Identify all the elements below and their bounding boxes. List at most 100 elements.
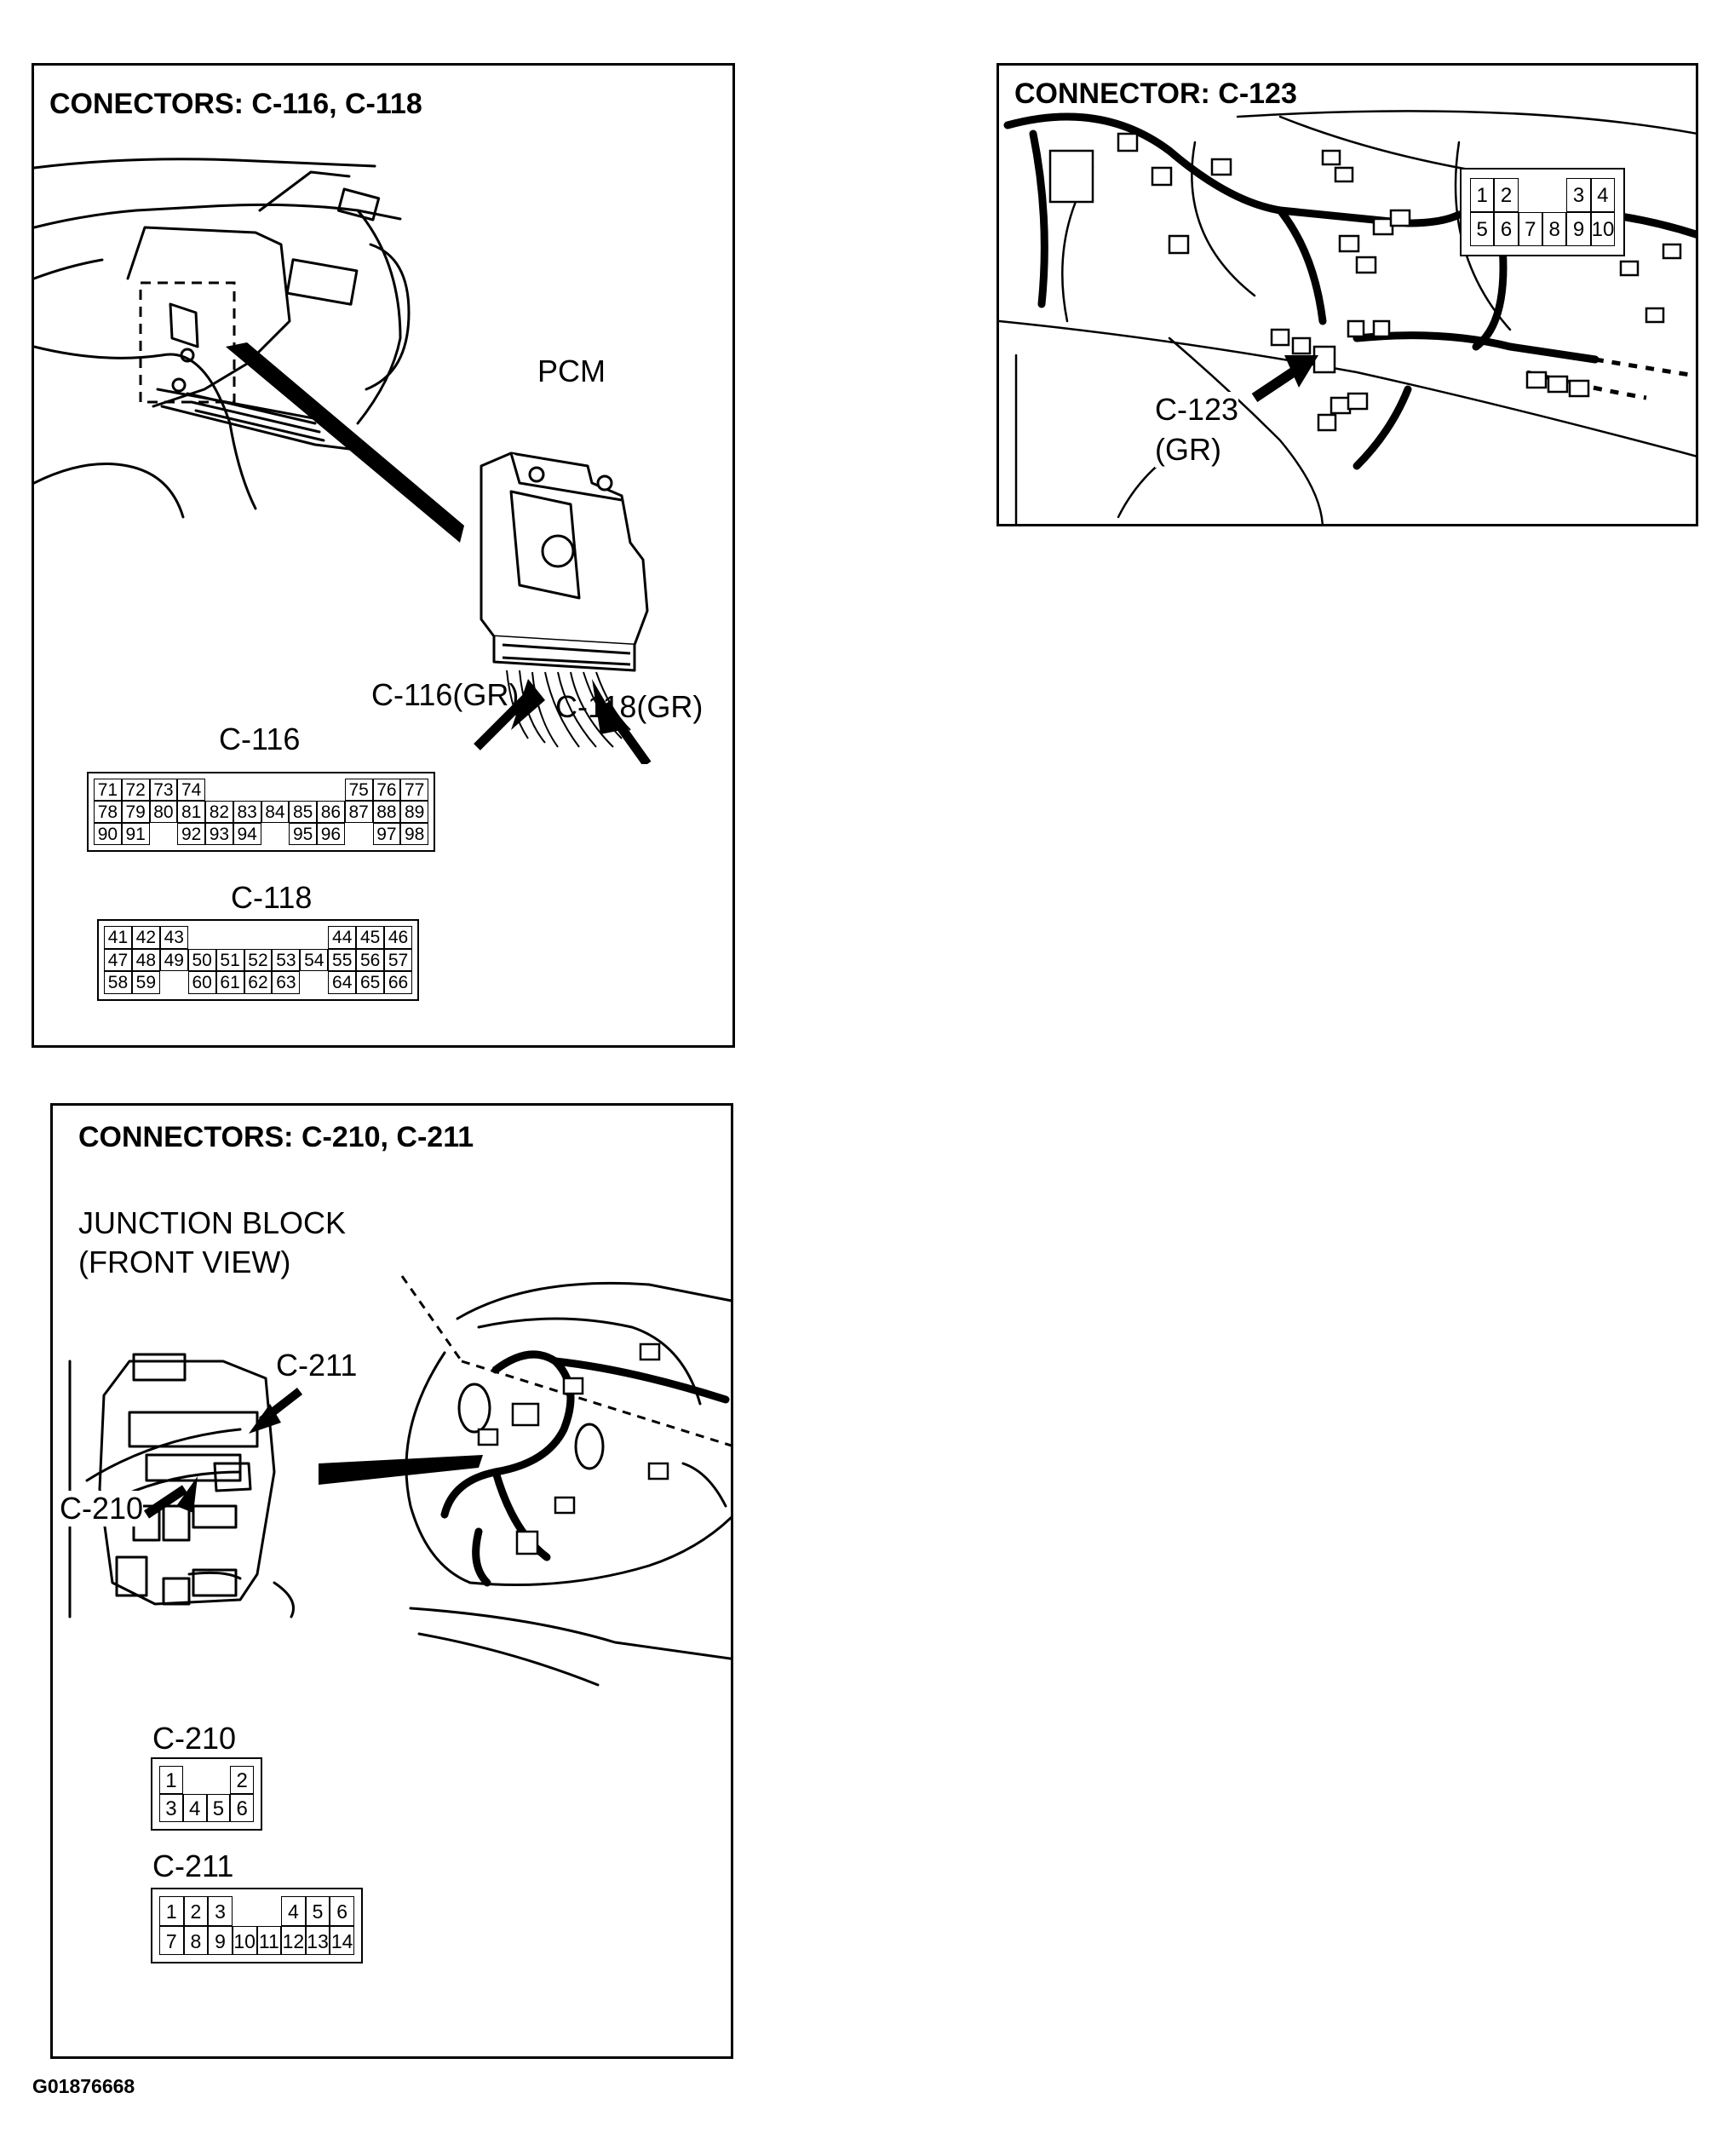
connector-pin: 3 [1566,178,1591,212]
connector-pin: 10 [1590,212,1615,246]
connector-pin: 73 [149,779,178,801]
connector-pin: 64 [328,971,357,994]
connector-pin: 7 [1518,212,1542,246]
connector-pin: 4 [182,1794,207,1822]
connector-pin: 61 [215,971,244,994]
junction-block-label-line1: JUNCTION BLOCK [78,1205,347,1240]
connector-pin: 96 [317,823,345,845]
connector-pin: 48 [131,948,160,972]
connector-pin: 81 [177,801,205,823]
connector-pin: 65 [356,971,385,994]
panel-title: CONNECTOR: C-123 [1011,78,1301,111]
connector-pin: 44 [328,926,357,949]
connector-pin: 87 [344,801,373,823]
connector-pin: 43 [159,926,188,949]
connector-pin: 2 [183,1896,209,1926]
connector-pin: 3 [159,1794,183,1822]
connector-pin: 75 [344,779,373,801]
figure-code: G01876668 [32,2075,135,2097]
connector-pin: 5 [206,1794,231,1822]
connector-pin: 6 [330,1896,354,1926]
harness-c123-illustration [999,110,1696,524]
c118-title: C-118 [231,880,313,915]
connector-pin: 97 [372,823,401,845]
connector-pin: 98 [400,823,428,845]
c123-arrow-label-line1: C-123 [1155,392,1239,428]
dashboard-pcm-illustration [34,158,652,764]
connector-pin: 13 [305,1925,330,1955]
connector-pin: 7 [159,1925,184,1955]
connector-pin: 66 [384,971,412,994]
c211-arrow-label: C-211 [276,1348,358,1383]
connector-pin: 8 [1542,212,1567,246]
connector-pin: 6 [230,1794,254,1822]
connector-pin: 56 [356,948,385,972]
connector-pin: 92 [177,823,205,845]
connector-pin: 86 [317,801,345,823]
connector-pin: 2 [230,1766,254,1794]
connector-pin: 77 [400,779,428,801]
connector-pin: 55 [328,948,357,972]
connector-pin: 71 [94,779,122,801]
connector-pin: 4 [281,1896,306,1926]
panel-c116-c118: CONECTORS: C-116, C-118 [32,63,735,1048]
c116-arrow-label: C-116(GR) [371,677,520,712]
c118-arrow-label: C-118(GR) [555,689,704,724]
connector-pin: 63 [272,971,301,994]
connector-pin: 1 [1470,178,1495,212]
connector-pin: 94 [233,823,261,845]
connector-pin: 14 [330,1925,354,1955]
connector-pin: 72 [121,779,150,801]
connector-pin: 58 [104,971,132,994]
connector-pin: 52 [244,948,273,972]
connector-pin: 10 [232,1925,257,1955]
connector-pin: 1 [159,1766,183,1794]
panel-c210-c211: CONNECTORS: C-210, C-211 JUNCTION BLOCK … [50,1103,733,2059]
connector-pin: 95 [289,823,317,845]
connector-pin: 84 [261,801,290,823]
pcm-label: PCM [537,354,606,388]
panel-title: CONECTORS: C-116, C-118 [49,88,422,120]
connector-pin: 85 [289,801,317,823]
c210-arrow-label: C-210 [60,1491,144,1526]
connector-pin: 6 [1494,212,1519,246]
connector-pin: 49 [159,948,188,972]
connector-pin: 51 [215,948,244,972]
connector-pin: 79 [121,801,150,823]
connector-pin: 83 [233,801,261,823]
connector-pin: 60 [187,971,216,994]
connector-pin: 53 [272,948,301,972]
panel-title: CONNECTORS: C-210, C-211 [78,1121,474,1153]
c211-title: C-211 [152,1848,234,1883]
c123-arrow-label-line2: (GR) [1155,432,1221,468]
c116-title: C-116 [219,722,301,756]
connector-pin: 12 [281,1925,306,1955]
connector-pin: 76 [372,779,401,801]
connector-pin: 11 [256,1925,282,1955]
connector-pin: 62 [244,971,273,994]
connector-pin: 80 [149,801,178,823]
connector-pin: 50 [187,948,216,972]
connector-pin: 90 [94,823,122,845]
connector-pin: 9 [208,1925,233,1955]
connector-pin: 3 [208,1896,233,1926]
junction-block-illustration [68,1275,731,1687]
c210-title: C-210 [152,1721,237,1756]
connector-pin: 78 [94,801,122,823]
junction-block-label-line2: (FRONT VIEW) [78,1245,291,1279]
connector-pin: 5 [1470,212,1495,246]
connector-pin: 42 [131,926,160,949]
connector-pin: 74 [177,779,205,801]
connector-pin: 9 [1566,212,1591,246]
connector-pin: 88 [372,801,401,823]
connector-pin: 4 [1590,178,1615,212]
connector-pin: 5 [305,1896,330,1926]
connector-pin: 59 [131,971,160,994]
connector-pin: 54 [300,948,329,972]
connector-pin: 82 [205,801,233,823]
